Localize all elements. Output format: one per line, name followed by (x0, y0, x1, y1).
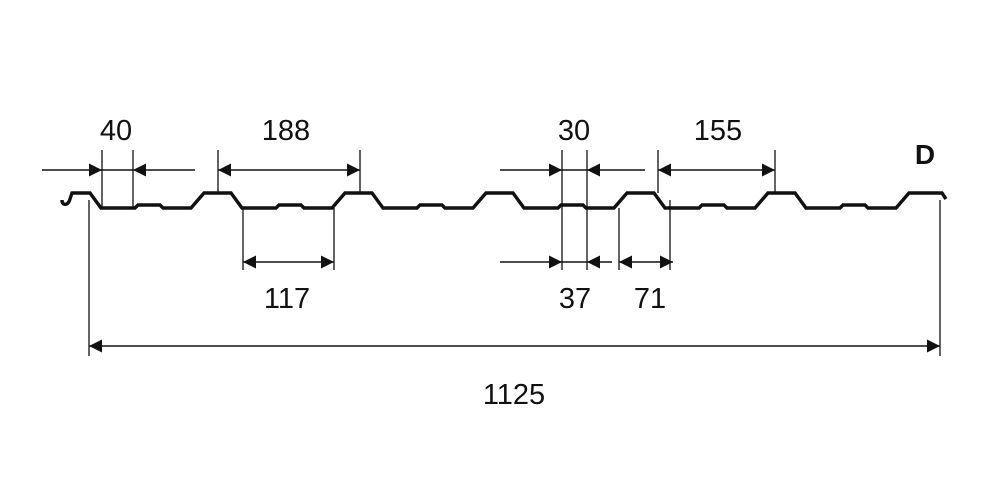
dimension-label-30: 30 (558, 115, 590, 147)
dimension-label-40: 40 (100, 115, 132, 147)
dimension-label-117: 117 (264, 283, 310, 315)
extension-lines (88, 150, 941, 356)
dimension-40: 40 (42, 115, 195, 177)
dimension-71: 71 (619, 255, 673, 315)
dimension-1125: 1125 (89, 339, 940, 411)
dimension-37: 37 (500, 255, 612, 315)
dimension-label-37: 37 (559, 283, 591, 315)
dimension-label-155: 155 (694, 115, 742, 147)
dimension-label-188: 188 (262, 115, 310, 147)
dimension-155: 155 (658, 115, 775, 177)
dimension-188: 188 (218, 115, 360, 177)
profile-label: D (915, 139, 935, 170)
trapezoidal-sheet-profile (60, 191, 948, 210)
dimension-label-1125: 1125 (483, 379, 545, 411)
dimension-117: 117 (243, 255, 334, 315)
dimension-label-71: 71 (634, 283, 666, 315)
dimension-30: 30 (500, 115, 645, 177)
